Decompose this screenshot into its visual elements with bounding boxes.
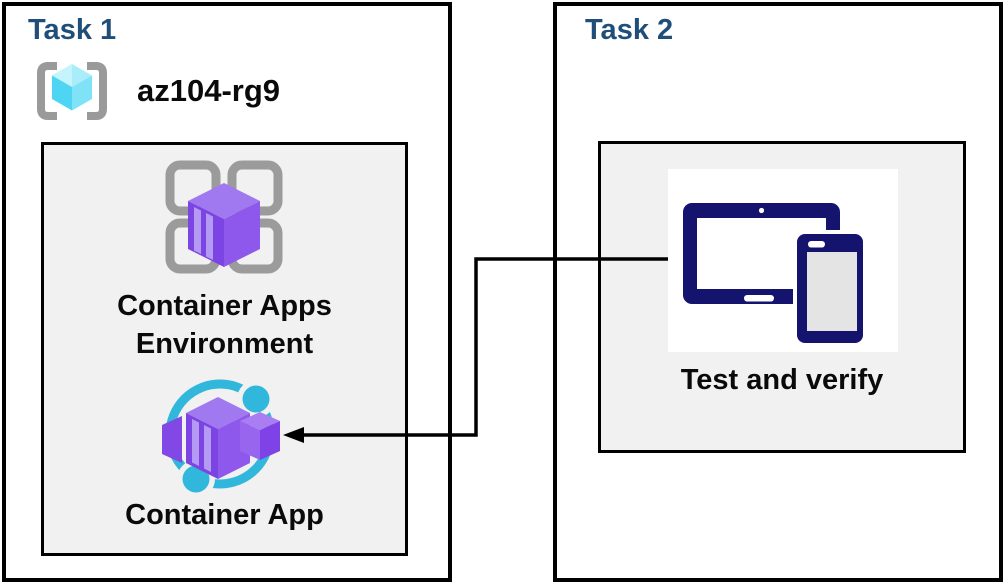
container-app-icon (162, 379, 280, 498)
test-verify-box: Test and verify (598, 141, 966, 453)
environment-label: Container Apps Environment (117, 290, 332, 360)
task2-panel: Task 2 Test and verify (553, 2, 1003, 582)
task1-title: Task 1 (28, 14, 117, 46)
resource-group-icon (37, 62, 107, 120)
resource-group: az104-rg9 (33, 58, 280, 124)
resource-group-name: az104-rg9 (137, 73, 281, 108)
container-apps-group-box: Container Apps Environment Container App (41, 142, 408, 556)
devices-icon (683, 203, 867, 347)
devices-icon-background (668, 169, 898, 352)
test-verify-label: Test and verify (680, 364, 884, 396)
container-apps-environment-icon (165, 160, 283, 274)
task1-panel: Task 1 az104-rg9 (2, 2, 452, 582)
container-app-label: Container App (125, 499, 324, 531)
task2-title: Task 2 (585, 14, 674, 46)
